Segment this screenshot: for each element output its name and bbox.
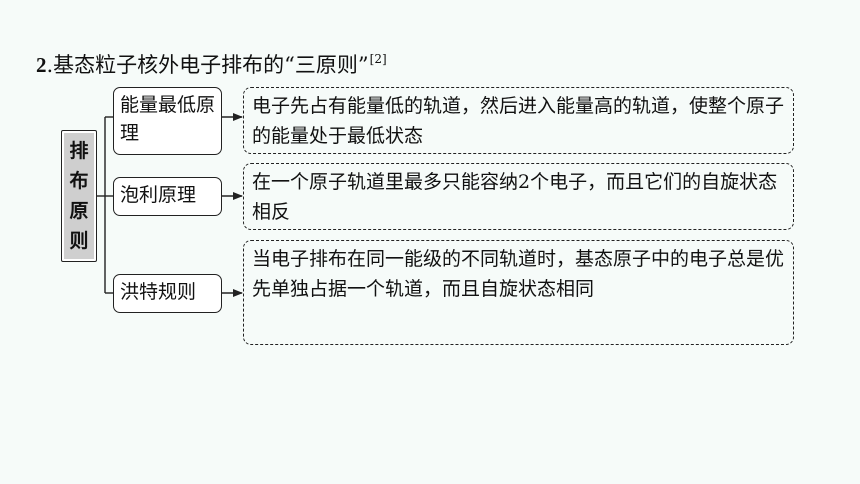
arrangement-principles-box: 排 布 原 则 — [61, 130, 97, 262]
principle-name: 能量最低原理 — [120, 94, 216, 144]
principle-description: 当电子排布在同一能级的不同轨道时，基态原子中的电子总是优先单独占据一个轨道，而且… — [252, 248, 785, 300]
heading-text: .基态粒子核外电子排布的“三原则” — [46, 53, 369, 77]
main-label-char: 排 — [69, 140, 89, 162]
principle-name: 洪特规则 — [120, 281, 197, 303]
description-box-energy: 电子先占有能量低的轨道，然后进入能量高的轨道，使整个原子的能量处于最低状态 — [243, 87, 794, 154]
heading-reference: [2] — [369, 52, 387, 66]
principle-description: 在一个原子轨道里最多只能容纳2个电子，而且它们的自旋状态相反 — [252, 171, 778, 223]
principle-name: 泡利原理 — [120, 184, 197, 206]
arrangement-principles-label: 排 布 原 则 — [64, 133, 94, 259]
description-box-hund: 当电子排布在同一能级的不同轨道时，基态原子中的电子总是优先单独占据一个轨道，而且… — [243, 240, 794, 345]
main-label-char: 则 — [69, 230, 89, 252]
heading-number: 2 — [36, 53, 47, 77]
principle-description: 电子先占有能量低的轨道，然后进入能量高的轨道，使整个原子的能量处于最低状态 — [252, 95, 785, 147]
principle-box-energy: 能量最低原理 — [113, 87, 222, 155]
main-label-char: 布 — [69, 170, 89, 192]
principle-box-hund: 洪特规则 — [113, 274, 222, 313]
main-label-char: 原 — [69, 200, 89, 222]
section-heading: 2.基态粒子核外电子排布的“三原则”[2] — [36, 46, 387, 78]
description-box-pauli: 在一个原子轨道里最多只能容纳2个电子，而且它们的自旋状态相反 — [243, 163, 794, 230]
principle-box-pauli: 泡利原理 — [113, 177, 222, 216]
